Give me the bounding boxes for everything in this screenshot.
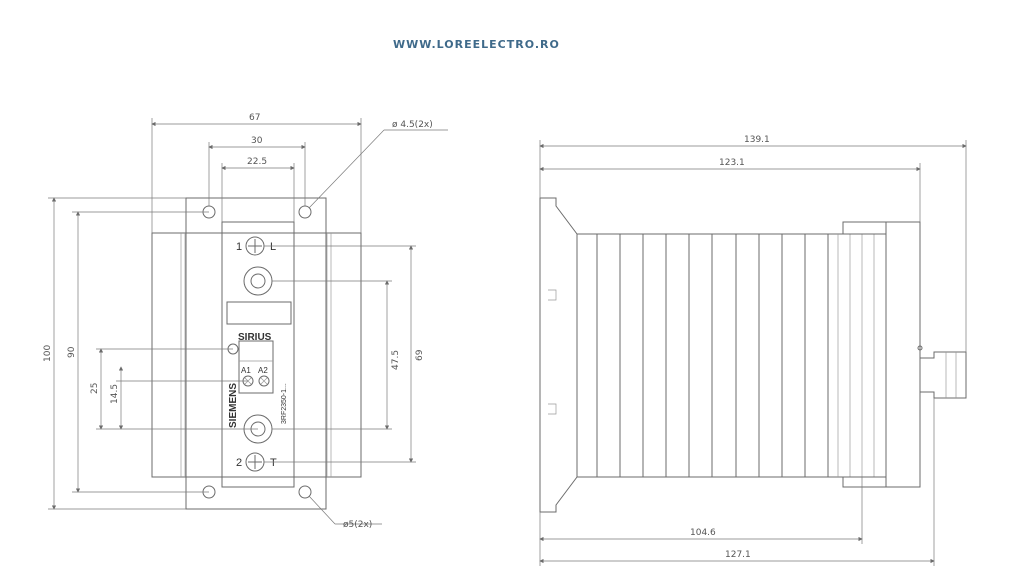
a2-screw (258, 375, 270, 387)
dim-47-5: 47.5 (391, 350, 401, 370)
label-window (226, 301, 292, 325)
heatsink-side (576, 233, 887, 478)
terminal-2-letter: T (270, 457, 277, 469)
watermark-text: WWW.LOREELECTRO.RO (393, 38, 560, 51)
dim-100: 100 (43, 345, 53, 362)
connector-plug (919, 351, 967, 399)
heatsink-fins (596, 234, 875, 477)
dim-139-1: 139.1 (744, 135, 770, 145)
terminal-2-number: 2 (236, 457, 242, 469)
power-connector-top (243, 266, 273, 296)
dim-104-6: 104.6 (690, 528, 716, 538)
relay-body (221, 221, 295, 488)
dim-123-1: 123.1 (719, 158, 745, 168)
dim-hole-top: ø 4.5(2x) (392, 120, 433, 130)
mounting-plate (185, 197, 327, 510)
dim-127-1: 127.1 (725, 550, 751, 560)
dim-14-5: 14.5 (110, 384, 120, 404)
dim-67: 67 (249, 113, 260, 123)
din-clip (539, 197, 578, 513)
siemens-brand: SIEMENS (228, 383, 239, 428)
dim-25: 25 (90, 383, 100, 394)
side-view: 139.1 123.1 104.6 127.1 (539, 135, 967, 566)
a2-label: A2 (258, 366, 268, 375)
terminal-1-letter: L (270, 241, 276, 253)
sirius-brand: SIRIUS (238, 332, 272, 343)
mount-hole-bottom-right (298, 485, 312, 499)
relay-side-body (885, 221, 921, 488)
dim-30: 30 (251, 136, 263, 146)
model-number: 3RF2350-1... (281, 383, 288, 424)
dim-90: 90 (67, 346, 77, 358)
dim-69: 69 (415, 349, 425, 361)
front-view: 1 L SIRIUS A1 A2 SIEMENS 3RF2350-1... 2 … (43, 113, 448, 530)
control-terminal-block (238, 340, 274, 394)
dim-22-5: 22.5 (247, 157, 267, 167)
dim-hole-bottom: ø5(2x) (343, 520, 372, 530)
a1-label: A1 (241, 366, 251, 375)
heatsink-outline (151, 232, 362, 478)
terminal-1-number: 1 (236, 241, 242, 253)
